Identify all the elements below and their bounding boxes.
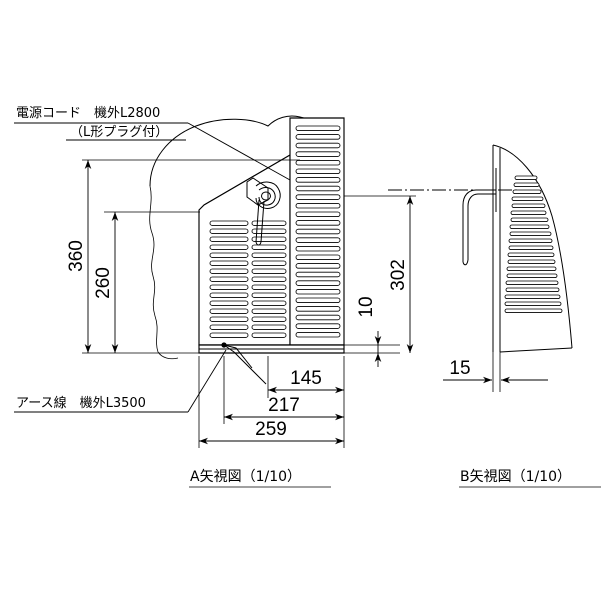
b-louver-bank [504,175,563,314]
ground-wire-path-2 [223,344,267,385]
b-cable-hook-tip [462,259,469,266]
dim-label-302: 302 [388,259,409,291]
b-cable-hook-outer [462,189,496,262]
view-a-group [149,115,345,385]
b-bottom-edge [499,347,573,353]
power-cord-label-line1: 電源コード 機外L2800 [16,106,160,121]
machine-silhouette-top [149,115,301,187]
ground-wire-label: アース線 機外L3500 [16,395,146,411]
dim-label-145: 145 [290,368,322,389]
louver-bank-left [209,220,249,338]
view-b-group: 15 [388,144,573,392]
louver-bank-middle [251,220,287,338]
power-cord-label-line2: （L形プラグ付） [70,125,168,140]
caption-view-b: B矢視図（1/10） [460,469,571,485]
dim-label-15: 15 [449,358,470,379]
dimension-group-a: 360 260 302 10 145 217 259 [66,159,416,448]
ground-wire-path [223,344,253,369]
annotation-group: 電源コード 機外L2800 （L形プラグ付） アース線 機外L3500 [14,106,291,413]
dim-label-217: 217 [268,395,300,416]
b-cable-hook-inner [467,193,496,260]
dim-label-10: 10 [356,296,377,317]
louver-bank-right [295,125,341,338]
dim-label-360: 360 [66,240,87,272]
caption-view-a: A矢視図（1/10） [190,469,301,485]
dim-label-260: 260 [93,267,114,299]
power-cord-plug-detail [246,177,281,246]
b-outer-profile [492,144,573,349]
captions-group: A矢視図（1/10） B矢視図（1/10） [189,469,601,488]
break-line [149,185,159,353]
dim-label-259: 259 [255,419,287,440]
